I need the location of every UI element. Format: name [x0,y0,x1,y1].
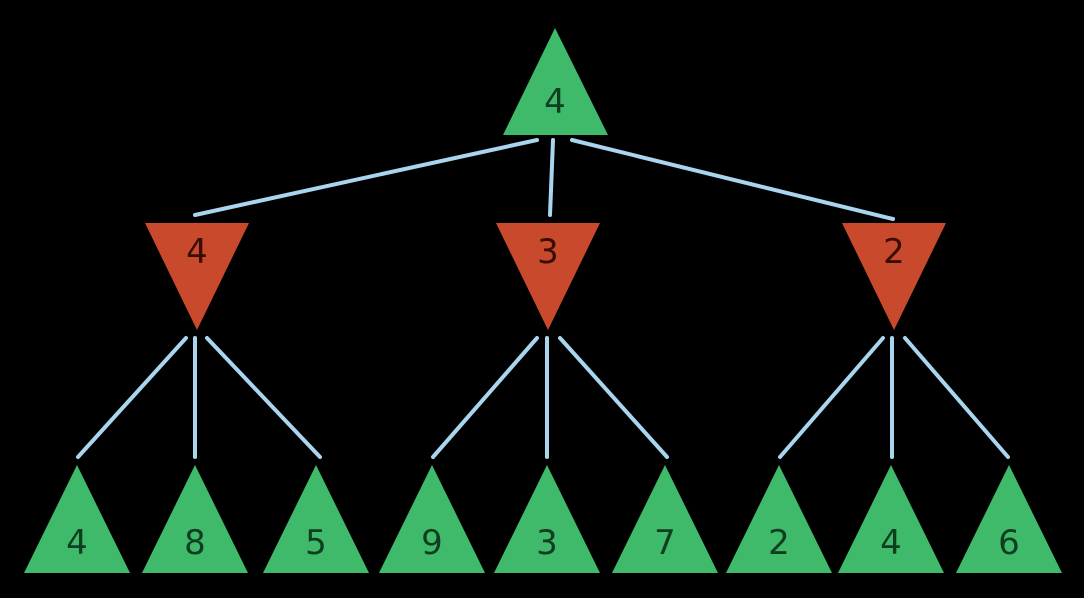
tree-nodes: 4 4 3 2 4 8 5 9 [24,28,1062,573]
min-node-triangle [145,223,249,330]
leaf-triangle [494,465,600,573]
leaf-value: 8 [184,523,206,563]
leaf-triangle [612,465,718,573]
min-node-triangle [496,223,600,330]
leaf-value: 9 [421,523,443,563]
min-node-1: 3 [496,223,600,330]
edge-root-to-min-2 [570,138,895,221]
leaf-value: 7 [654,523,676,563]
min-node-triangle [842,223,946,330]
edge-min-0-to-leaf-0 [76,336,188,459]
leaf-value: 2 [768,523,790,563]
edge-min-1-to-leaf-3 [431,336,539,459]
root-node-value: 4 [544,82,566,122]
leaf-triangle [142,465,248,573]
edge-min-2-to-leaf-6 [778,336,885,459]
leaf-triangle [379,465,485,573]
leaf-value: 4 [66,523,88,563]
leaf-value: 4 [880,523,902,563]
leaf-node-8: 6 [956,465,1062,573]
edge-min-2-to-leaf-8 [903,336,1010,459]
min-node-2: 2 [842,223,946,330]
leaf-node-0: 4 [24,465,130,573]
leaf-triangle [726,465,832,573]
leaf-value: 5 [305,523,327,563]
min-node-value: 4 [186,232,208,272]
root-max-node: 4 [503,28,608,135]
edge-min-0-to-leaf-2 [205,336,322,459]
leaf-node-2: 5 [263,465,369,573]
edge-root-to-min-1 [548,138,555,217]
leaf-value: 3 [536,523,558,563]
leaf-node-3: 9 [379,465,485,573]
leaf-triangle [838,465,944,573]
min-node-value: 2 [883,232,905,272]
leaf-node-5: 7 [612,465,718,573]
min-node-value: 3 [537,232,559,272]
leaf-value: 6 [998,523,1020,563]
min-node-0: 4 [145,223,249,330]
leaf-node-1: 8 [142,465,248,573]
edge-root-to-min-0 [193,138,539,217]
tree-edges [76,138,1010,459]
edge-min-1-to-leaf-5 [558,336,669,459]
leaf-triangle [956,465,1062,573]
leaf-triangle [24,465,130,573]
leaf-node-6: 2 [726,465,832,573]
leaf-triangle [263,465,369,573]
leaf-node-7: 4 [838,465,944,573]
max-node-triangle [503,28,608,135]
leaf-node-4: 3 [494,465,600,573]
